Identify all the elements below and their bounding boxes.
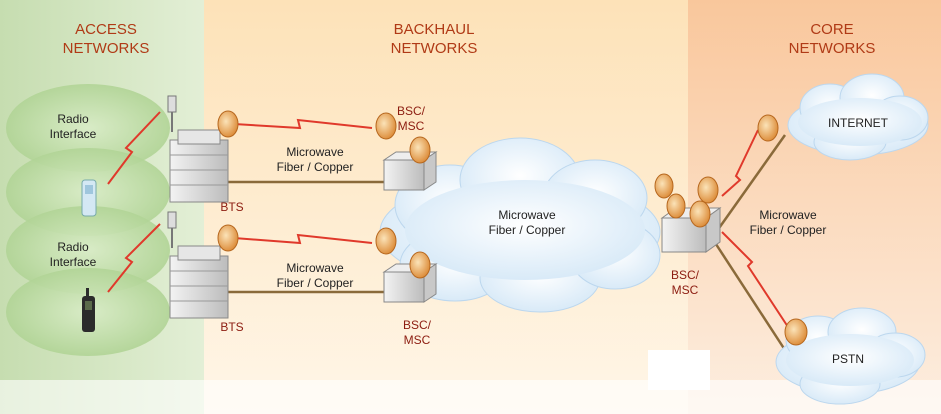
microwave-dish-icon (217, 110, 808, 346)
core-networks-heading: CORE NETWORKS (788, 21, 876, 57)
pstn-label: PSTN (831, 352, 864, 366)
mobile-phone-icon (82, 288, 95, 332)
core-link-label: Microwave Fiber / Copper (749, 208, 827, 237)
bsc-msc-label: BSC/ MSC (402, 318, 431, 347)
bsc-msc-core-label: BSC/ MSC (670, 268, 699, 297)
bts-label: BTS (220, 320, 244, 334)
bts-tower-icon (167, 95, 229, 203)
bsc-msc-label: BSC/ MSC (396, 104, 425, 133)
internet-label: INTERNET (828, 116, 888, 130)
radio-interface-label: Radio Interface (49, 240, 97, 269)
cloud-icon (379, 137, 661, 313)
link-label: Microwave Fiber / Copper (276, 145, 354, 174)
radio-interface-label: Radio Interface (49, 112, 97, 141)
radio-links (107, 111, 791, 331)
bts-label: BTS (220, 200, 244, 214)
link-label: Microwave Fiber / Copper (276, 261, 354, 290)
bts-tower-icon (167, 211, 229, 319)
access-networks-heading: ACCESS NETWORKS (62, 21, 150, 57)
backhaul-networks-heading: BACKHAUL NETWORKS (390, 21, 478, 57)
internet-cloud-icon (787, 73, 929, 161)
pstn-cloud-icon (775, 307, 926, 405)
mobile-phone-icon (81, 179, 97, 217)
wired-links (228, 134, 787, 351)
cloud-link-label: Microwave Fiber / Copper (488, 208, 566, 237)
